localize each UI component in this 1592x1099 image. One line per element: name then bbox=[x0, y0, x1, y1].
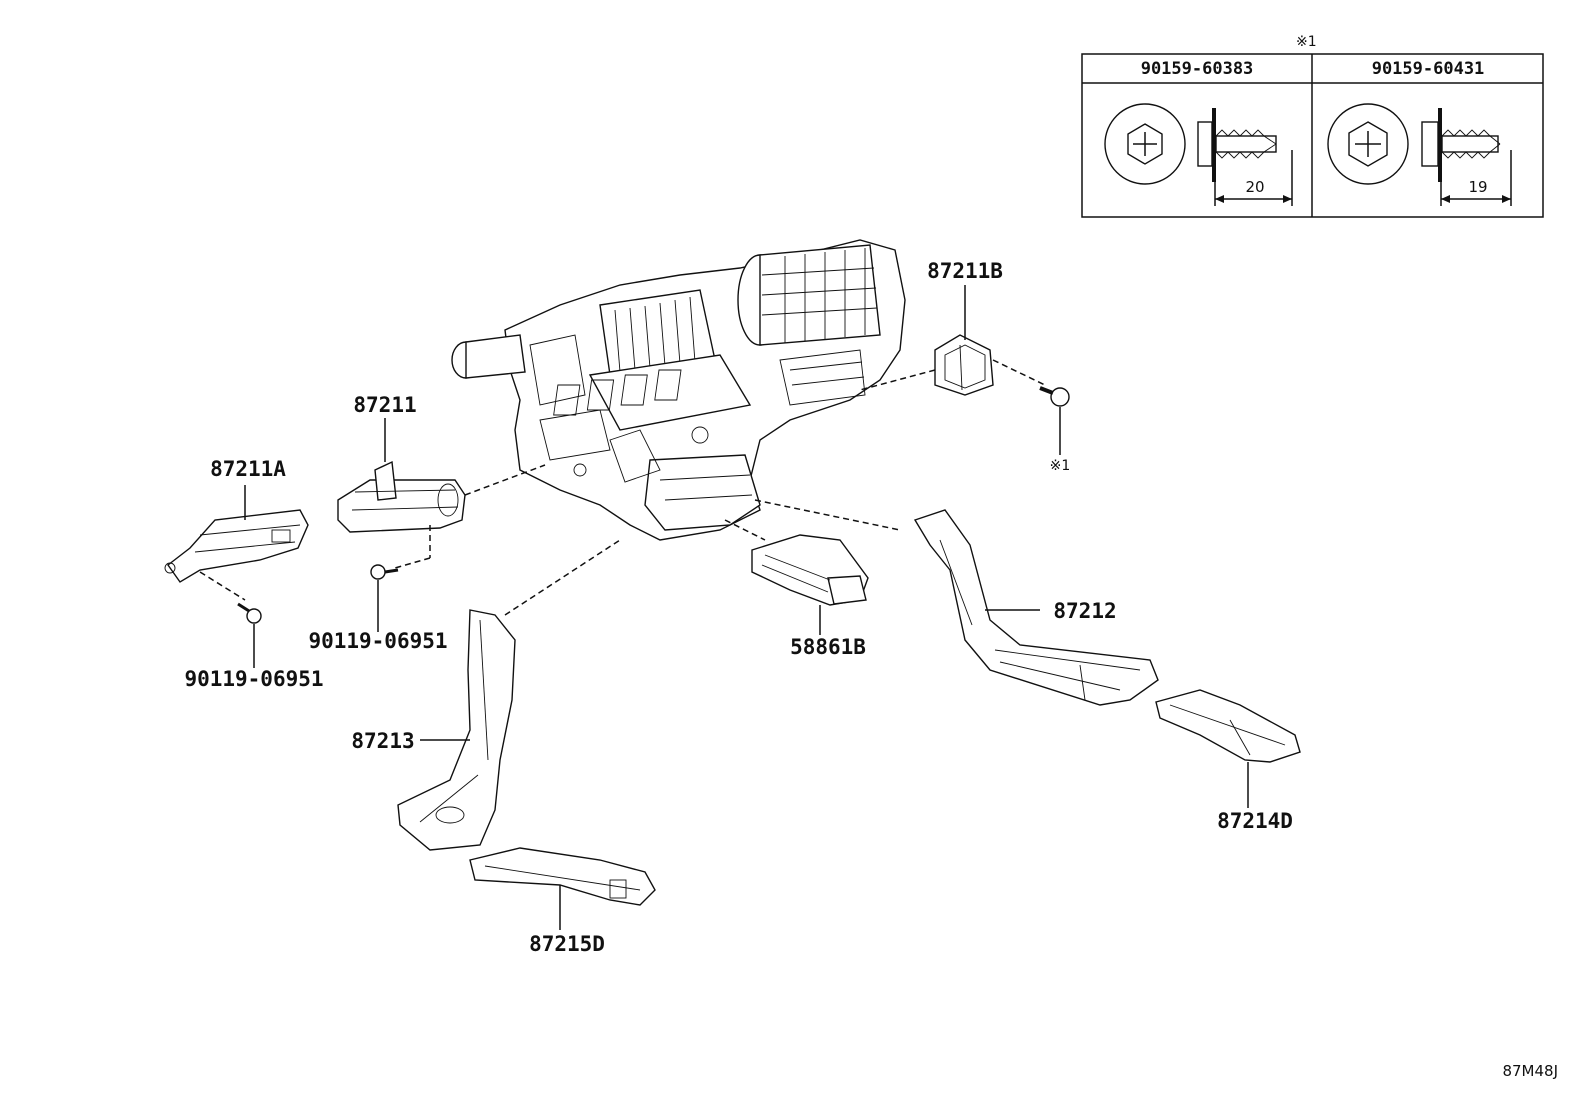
heater-unit-assembly bbox=[451, 239, 906, 541]
screw-icon-mid bbox=[370, 564, 399, 580]
legend-part-2: 90159-60431 bbox=[1372, 59, 1485, 79]
label-screw-mid: 90119-06951 bbox=[308, 629, 447, 653]
label-58861B: 58861B bbox=[790, 635, 866, 659]
legend-dimension-1: 20 bbox=[1245, 178, 1264, 196]
legend-part-1: 90159-60383 bbox=[1141, 59, 1254, 79]
part-87213-duct bbox=[397, 609, 516, 851]
part-87211B-duct-piece bbox=[934, 334, 994, 396]
tapping-screw-icon-1: 20 bbox=[1104, 103, 1293, 206]
fastener-legend-table: ※1 90159-60383 90159-60431 20 bbox=[1081, 34, 1544, 218]
label-87211: 87211 bbox=[353, 393, 416, 417]
part-87214D-duct bbox=[1155, 689, 1301, 763]
label-87213: 87213 bbox=[351, 729, 414, 753]
bolt-icon bbox=[1039, 386, 1070, 407]
diagram-code: 87M48J bbox=[1502, 1062, 1558, 1080]
part-87212-duct bbox=[913, 509, 1159, 706]
label-87214D: 87214D bbox=[1217, 809, 1293, 833]
tapping-screw-icon-2: 19 bbox=[1327, 103, 1512, 206]
legend-marker: ※1 bbox=[1296, 34, 1317, 50]
part-87211A-bracket bbox=[164, 509, 309, 583]
label-87211A: 87211A bbox=[210, 457, 286, 481]
label-bolt-marker: ※1 bbox=[1050, 458, 1071, 474]
label-87215D: 87215D bbox=[529, 932, 605, 956]
label-screw-left: 90119-06951 bbox=[184, 667, 323, 691]
part-58861B-duct bbox=[751, 534, 869, 606]
legend-dimension-2: 19 bbox=[1468, 178, 1487, 196]
screw-icon-left bbox=[237, 602, 262, 624]
label-87211B: 87211B bbox=[927, 259, 1003, 283]
part-87211-duct bbox=[337, 460, 466, 533]
label-87212: 87212 bbox=[1053, 599, 1116, 623]
part-87215D-duct bbox=[469, 847, 656, 906]
